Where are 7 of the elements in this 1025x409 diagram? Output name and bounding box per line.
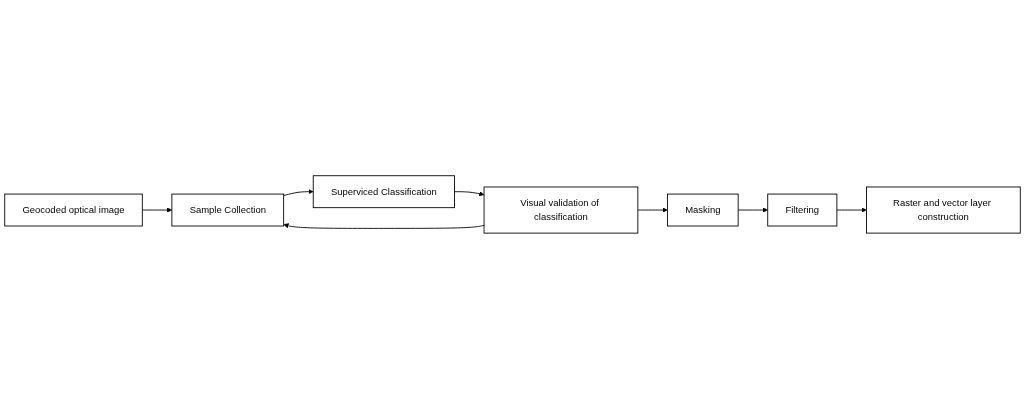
node-box: Sample Collection (171, 193, 285, 227)
node-box: Filtering (767, 193, 838, 227)
node-box: Masking (666, 193, 739, 227)
node-box: Visual validation of classification (483, 186, 639, 234)
node-box: Geocoded optical image (4, 193, 143, 227)
node-box: Raster and vector layer construction (866, 186, 1021, 234)
node-box: Superviced Classification (312, 175, 455, 209)
